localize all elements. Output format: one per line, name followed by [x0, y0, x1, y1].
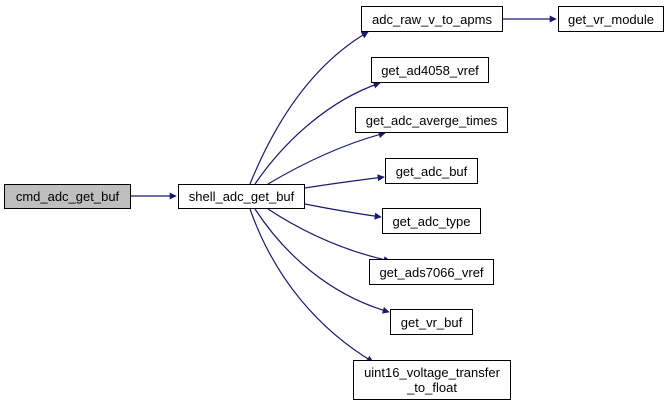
edge-shell-adc-get-buf-to-get-ads7066-vref	[267, 208, 391, 264]
edge-shell-adc-get-buf-to-get-ad4058-vref	[254, 81, 381, 185]
node-get-vr-module[interactable]: get_vr_module	[558, 6, 664, 32]
edge-shell-adc-get-buf-to-get-adc-averge-times	[267, 131, 386, 185]
node-get-adc-type[interactable]: get_adc_type	[382, 208, 481, 234]
edge-shell-adc-get-buf-to-get-adc-type	[304, 203, 382, 220]
node-get-adc-averge-times[interactable]: get_adc_averge_times	[355, 107, 508, 133]
edge-shell-adc-get-buf-to-adc-raw-v-to-apms	[249, 31, 369, 185]
node-shell-adc-get-buf[interactable]: shell_adc_get_buf	[178, 184, 305, 209]
node-uint16-voltage-transfer-to-float[interactable]: uint16_voltage_transfer _to_float	[353, 360, 511, 400]
edge-shell-adc-get-buf-to-uint16-voltage-transfer-to-float	[249, 208, 374, 363]
node-get-ads7066-vref[interactable]: get_ads7066_vref	[369, 259, 494, 285]
node-adc-raw-v-to-apms[interactable]: adc_raw_v_to_apms	[361, 6, 503, 32]
node-get-adc-buf[interactable]: get_adc_buf	[385, 158, 478, 184]
node-cmd-adc-get-buf: cmd_adc_get_buf	[4, 184, 131, 209]
edge-shell-adc-get-buf-to-get-vr-buf	[254, 208, 390, 314]
node-get-ad4058-vref[interactable]: get_ad4058_vref	[371, 57, 489, 83]
node-get-vr-buf[interactable]: get_vr_buf	[390, 309, 473, 335]
edge-shell-adc-get-buf-to-get-adc-buf	[304, 174, 385, 189]
